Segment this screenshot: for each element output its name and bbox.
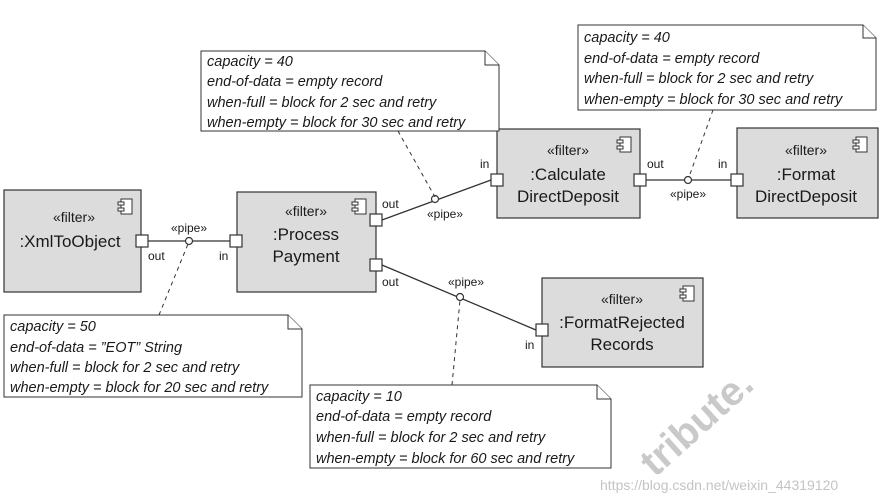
note-line-when-empty: when-empty = block for 30 sec and retry [584, 92, 843, 108]
note-line-when-full: when-full = block for 2 sec and retry [584, 71, 814, 87]
component-name: :XmlToObject [19, 232, 120, 251]
component-name-line1: :FormatRejected [559, 313, 685, 332]
stereotype-label: «filter» [547, 142, 589, 158]
note-line-capacity: capacity = 40 [584, 30, 670, 46]
component-name-line2: DirectDeposit [517, 187, 619, 206]
note-pipe-process-calc: capacity = 40 end-of-data = empty record… [200, 50, 500, 132]
note-line-when-full: when-full = block for 2 sec and retry [207, 95, 437, 111]
port-in [229, 234, 243, 248]
note-line-when-full: when-full = block for 2 sec and retry [316, 430, 546, 446]
port-label-in: in [480, 157, 489, 171]
pipe-label: «pipe» [427, 207, 463, 221]
pipe-marker-1 [184, 236, 194, 246]
component-name-line2: Payment [272, 247, 339, 266]
component-name-line1: :Process [273, 225, 339, 244]
pipe-label: «pipe» [670, 187, 706, 201]
port-label-in: in [219, 249, 228, 263]
note-line-end-of-data: end-of-data = empty record [584, 51, 760, 67]
component-format-direct-deposit: «filter» :Format DirectDeposit in [718, 127, 879, 219]
port-label-out: out [382, 197, 399, 211]
pipe-label: «pipe» [171, 221, 207, 235]
note-line-capacity: capacity = 40 [207, 54, 293, 70]
component-name-line2: DirectDeposit [755, 187, 857, 206]
note-pipe-calc-format: capacity = 40 end-of-data = empty record… [577, 24, 877, 111]
port-out-bottom [369, 258, 383, 272]
component-calculate-direct-deposit: «filter» :Calculate DirectDeposit in out [480, 128, 664, 219]
port-label-in: in [525, 338, 534, 352]
stereotype-label: «filter» [285, 203, 327, 219]
stereotype-label: «filter» [53, 209, 95, 225]
component-process-payment: «filter» :Process Payment in out out [219, 191, 399, 293]
note-line-capacity: capacity = 50 [10, 319, 96, 335]
port-label-out: out [647, 157, 664, 171]
watermark-url: https://blog.csdn.net/weixin_44319120 [600, 477, 838, 493]
port-label-out: out [382, 275, 399, 289]
stereotype-label: «filter» [785, 142, 827, 158]
note-pipe-process-rejected: capacity = 10 end-of-data = empty record… [309, 384, 612, 469]
stereotype-label: «filter» [601, 291, 643, 307]
note-anchor-1 [397, 130, 436, 198]
note-anchor-2 [688, 109, 714, 178]
note-line-when-full: when-full = block for 2 sec and retry [10, 360, 240, 376]
pipe-label: «pipe» [448, 275, 484, 289]
pipe-marker-3 [683, 175, 693, 185]
note-anchor-4 [451, 299, 461, 386]
port-in [490, 173, 504, 187]
component-name-line1: :Calculate [530, 165, 606, 184]
component-name-line2: Records [590, 335, 653, 354]
port-label-out: out [148, 249, 165, 263]
note-line-when-empty: when-empty = block for 20 sec and retry [10, 380, 269, 396]
port-in [535, 323, 549, 337]
component-name-line1: :Format [777, 165, 836, 184]
port-out-top [369, 213, 383, 227]
port-label-in: in [718, 157, 727, 171]
note-line-when-empty: when-empty = block for 30 sec and retry [207, 115, 466, 131]
note-line-end-of-data: end-of-data = empty record [207, 74, 383, 90]
note-line-end-of-data: end-of-data = empty record [316, 409, 492, 425]
note-line-end-of-data: end-of-data = ”EOT” String [10, 340, 182, 356]
note-line-capacity: capacity = 10 [316, 389, 402, 405]
port-out [135, 234, 149, 248]
pipe-marker-4 [455, 292, 465, 302]
note-pipe-xml-process: capacity = 50 end-of-data = ”EOT” String… [3, 314, 303, 398]
note-line-when-empty: when-empty = block for 60 sec and retry [316, 451, 575, 467]
port-out [633, 173, 647, 187]
port-in [730, 173, 744, 187]
component-format-rejected-records: «filter» :FormatRejected Records in [525, 277, 704, 368]
watermark-text: tribute. [632, 361, 762, 484]
pipe-marker-2 [430, 194, 440, 204]
component-xml-to-object: «filter» :XmlToObject out [3, 189, 165, 293]
